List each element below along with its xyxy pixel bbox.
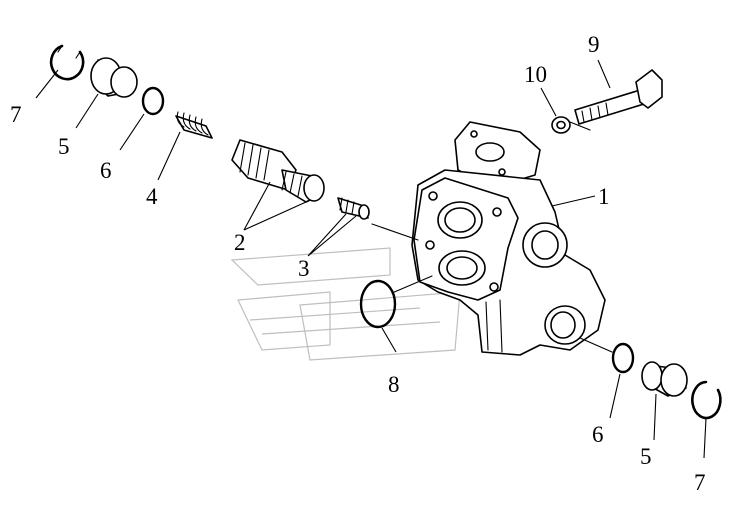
callout-1: 1 (598, 184, 610, 209)
snap-ring-lower-part (691, 380, 722, 420)
callout-7-lower: 7 (694, 470, 706, 495)
callout-6-lower: 6 (592, 422, 604, 447)
o-ring-upper-part (141, 86, 165, 116)
plug-lower-part (641, 361, 688, 397)
assembly-lines (371, 121, 613, 353)
callout-10: 10 (524, 62, 547, 87)
spool-part (231, 139, 325, 203)
bolt-part (574, 69, 663, 125)
valve-body-part (411, 121, 606, 356)
callout-labels: 7 5 6 4 2 3 8 10 9 1 6 5 7 (10, 32, 706, 495)
callout-7-upper: 7 (10, 102, 22, 127)
callout-3: 3 (298, 256, 310, 281)
plug-upper-part (90, 57, 138, 98)
watermark-stamp (230, 247, 461, 361)
callout-5-lower: 5 (640, 444, 652, 469)
leader-lines (35, 59, 707, 459)
o-ring-large-part (359, 279, 397, 329)
callout-5-upper: 5 (58, 134, 70, 159)
callout-4: 4 (146, 184, 158, 209)
callout-8: 8 (388, 372, 400, 397)
callout-2: 2 (234, 230, 246, 255)
washer-part (551, 116, 571, 134)
callout-6-upper: 6 (100, 158, 112, 183)
snap-ring-upper-part (49, 44, 85, 81)
o-ring-lower-part (611, 342, 635, 374)
callout-9: 9 (588, 32, 600, 57)
piston-part (337, 197, 370, 220)
spring-part (175, 111, 213, 139)
